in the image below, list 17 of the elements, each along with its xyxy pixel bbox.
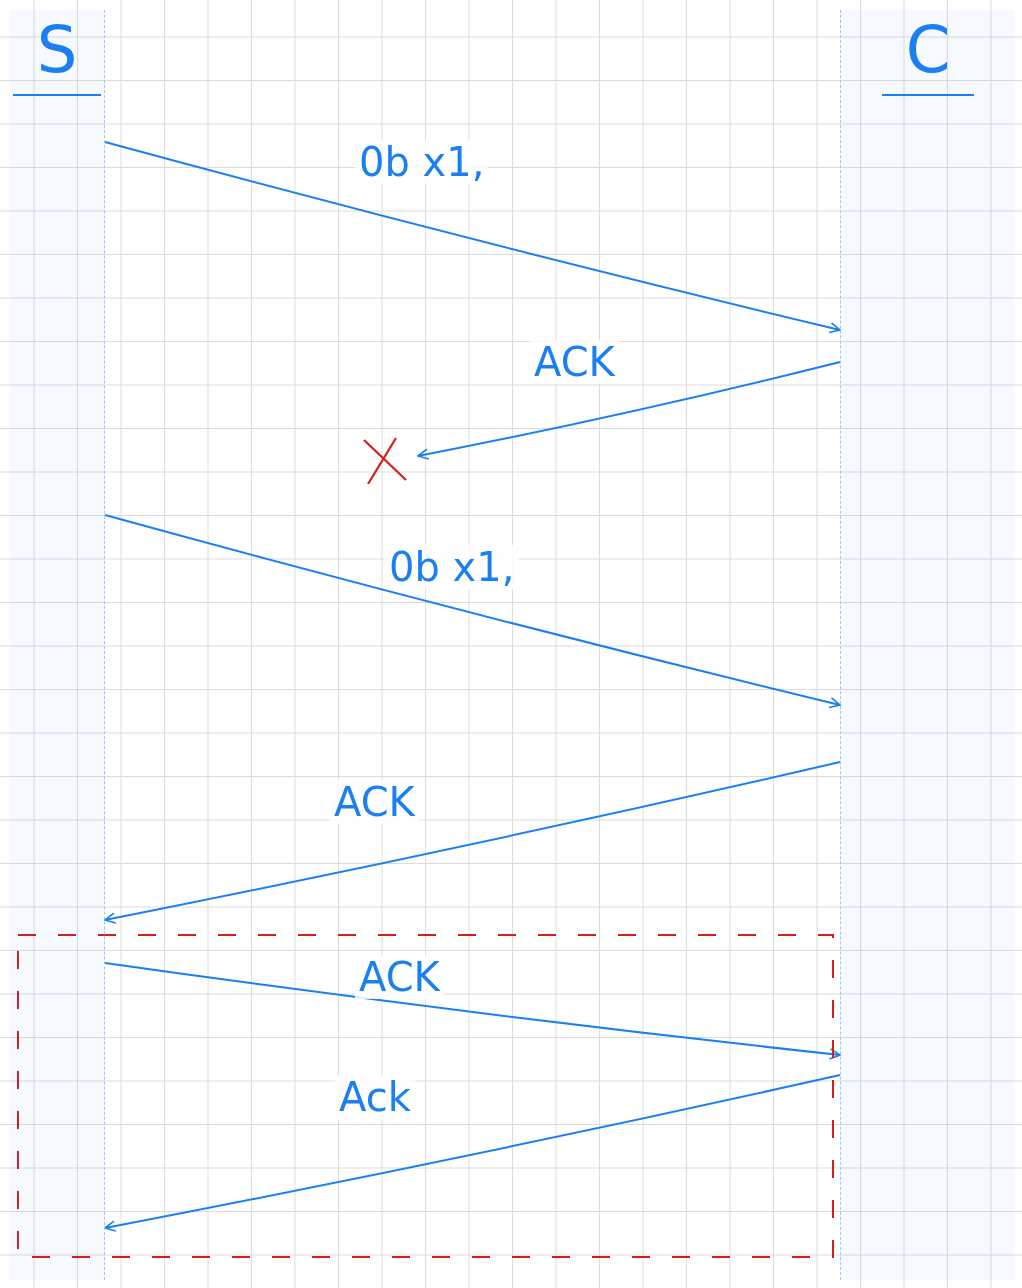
message-arrow	[417, 361, 841, 460]
message-arrow	[104, 1074, 841, 1232]
lifeline	[10, 10, 105, 1280]
participant-label: C	[881, 18, 975, 96]
edge-label: ACK	[330, 780, 419, 824]
edge-label: Ack	[335, 1075, 415, 1119]
edge-label: ACK	[355, 955, 444, 999]
participant-label: S	[12, 18, 102, 96]
message-arrow	[104, 962, 841, 1060]
cross-mark	[362, 436, 408, 484]
edge-label: 0b x1,	[355, 140, 489, 184]
message-arrow	[104, 514, 841, 709]
message-arrow	[104, 761, 841, 924]
edge-label: 0b x1,	[385, 545, 519, 589]
message-arrow	[104, 141, 841, 334]
lifeline	[840, 10, 1015, 1280]
edge-label: ACK	[530, 340, 619, 384]
